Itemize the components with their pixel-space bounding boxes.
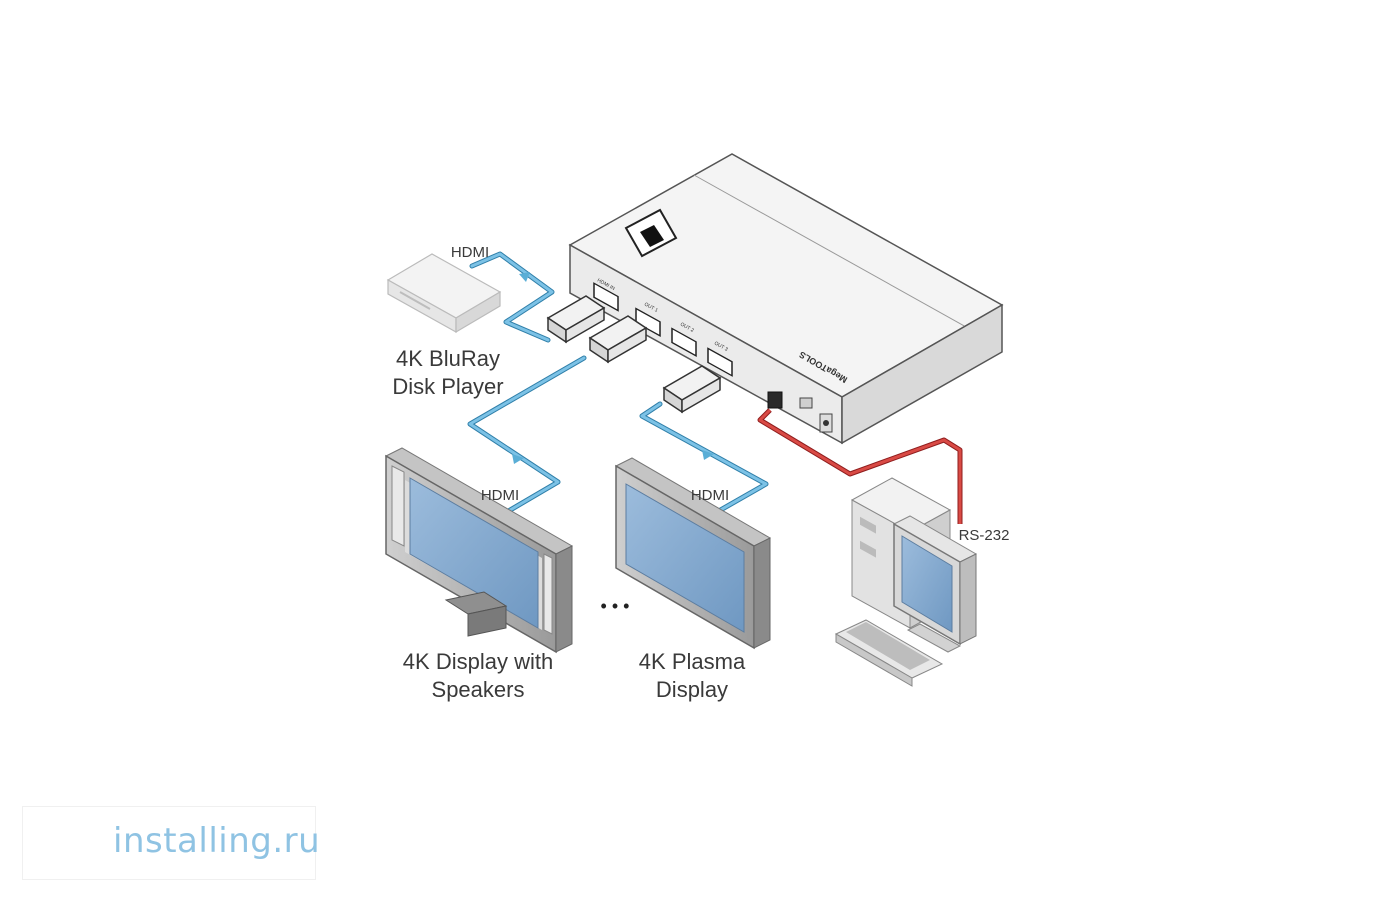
label-hdmi-out1: HDMI (480, 487, 520, 504)
port-out-2 (671, 327, 697, 357)
arrow-icon (702, 450, 714, 460)
label-display1: 4K Display with Speakers (388, 648, 568, 704)
display1-screen (409, 477, 539, 629)
label-bluray-line2: Disk Player (392, 374, 504, 399)
label-hdmi-out2: HDMI (690, 487, 730, 504)
hdmi-connector-out1 (588, 315, 648, 364)
label-bluray-line1: 4K BluRay (396, 346, 500, 371)
port-out-1 (635, 307, 661, 338)
label-hdmi-input: HDMI (450, 244, 490, 261)
kramer-logo-icon (624, 208, 678, 258)
port-hdmi-in (593, 282, 619, 312)
hdmi-connectors (546, 295, 722, 414)
hdmi-out1-cable (468, 356, 586, 518)
arrow-icon (519, 272, 530, 282)
port-out-3 (707, 347, 733, 377)
hdmi-connector-input (546, 295, 606, 344)
label-rs232: RS-232 (958, 527, 1010, 544)
device-side (841, 303, 1003, 445)
plasma-display-icon (614, 457, 772, 650)
label-display1-line2: Speakers (431, 677, 525, 702)
rs232-cable (758, 408, 962, 524)
label-bluray-player: 4K BluRay Disk Player (368, 345, 528, 401)
bluray-player-icon (386, 253, 502, 334)
dip-switch (799, 397, 813, 409)
switcher-device: HDMI IN OUT 1 OUT 2 OUT 3 MegaTOOLS (568, 153, 1004, 445)
computer-icon (834, 477, 978, 687)
watermark-text: installing.ru (113, 821, 321, 861)
label-display2: 4K Plasma Display (612, 648, 772, 704)
computer-screen (901, 535, 953, 633)
label-display2-line2: Display (655, 677, 729, 702)
power-jack-hole (823, 420, 829, 426)
hdmi-cables (467, 251, 769, 519)
hdmi-input-cable (470, 252, 554, 342)
hdmi-out2-cable (640, 402, 768, 518)
hdmi-connector-out3 (662, 365, 722, 414)
display2-screen (625, 483, 745, 633)
label-display1-line1: 4K Display with (402, 649, 554, 674)
watermark: installing.ru (22, 806, 320, 880)
display-with-speakers-icon (384, 447, 574, 654)
rs232-terminal (767, 391, 783, 409)
arrow-icon (512, 454, 524, 464)
label-display2-line1: 4K Plasma (638, 649, 746, 674)
ellipsis-more-displays: • • • (600, 596, 630, 616)
